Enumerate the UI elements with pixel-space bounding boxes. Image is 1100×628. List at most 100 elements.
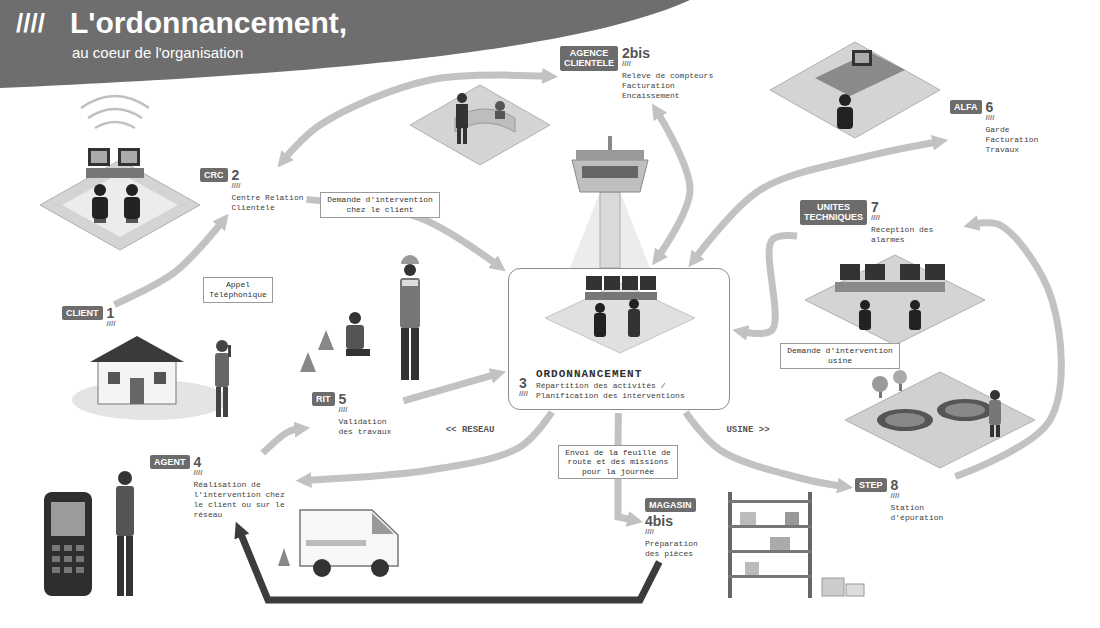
crc-office-part (91, 151, 107, 163)
slash-mark: //// (339, 406, 348, 415)
crc-office-part (92, 197, 108, 219)
text-group: ALFA (950, 100, 982, 114)
client-person-part (228, 345, 231, 357)
hub-heading: ORDONNANCEMENT (536, 368, 642, 381)
field-workers-part (401, 255, 419, 264)
client-person (215, 340, 231, 417)
agency-desk (410, 85, 550, 165)
treatment-plant-part (877, 409, 933, 431)
service-van-part (300, 510, 398, 566)
text-group: 4////Réalisation de l'intervention chez … (194, 455, 294, 520)
field-agent-part (116, 486, 134, 536)
field-workers-part (401, 328, 409, 380)
control-tower-part (570, 192, 650, 268)
flow-arrow (742, 236, 797, 334)
station-number: 2bis (622, 46, 650, 60)
station-description: Préparation des pièces (645, 539, 707, 559)
text-group: 4bis////Préparation des pièces (645, 514, 707, 559)
station-number: 8 (891, 478, 899, 492)
store-shelves-part (785, 512, 799, 525)
agency-desk-part (495, 101, 505, 111)
diagram-title: L'ordonnancement, (70, 6, 347, 39)
title-band (0, 0, 690, 88)
slash-mark: //// (645, 528, 654, 537)
station-description: Réalisation de l'intervention chez le cl… (194, 480, 294, 520)
control-tower-part (572, 160, 648, 192)
flow-arrow (955, 223, 1061, 477)
client-station: CLIENT1//// (62, 306, 115, 331)
control-room-part (586, 276, 602, 290)
flow-arrow (305, 412, 551, 480)
flow-arrow (240, 531, 660, 600)
station-tag: UNITES TECHNIQUES (800, 200, 867, 225)
station-number: 7 (871, 200, 879, 214)
flow-arrow (403, 374, 496, 401)
service-van (278, 510, 398, 577)
agency-desk-part (456, 104, 468, 128)
alfa-office-part (815, 52, 905, 96)
treatment-plant-part (893, 370, 907, 384)
field-agent (116, 471, 134, 596)
slash-mark: //// (232, 182, 241, 191)
text-group: CLIENT (62, 306, 103, 320)
handheld-terminal-part (76, 567, 84, 573)
control-room-part (622, 276, 638, 290)
handheld-terminal (44, 492, 92, 596)
text-group: CRC (200, 168, 228, 182)
station-number: 5 (339, 392, 347, 406)
treatment-plant-part (996, 425, 1000, 437)
control-room-part (545, 283, 695, 353)
text-group: ORDONNANCEMENTRépartition des activités … (536, 368, 686, 401)
control-room-part (595, 303, 605, 313)
text-group: 3//// (519, 376, 528, 401)
station-number: 2 (232, 168, 240, 182)
title-slashes: //// (16, 9, 45, 38)
control-room-part (629, 299, 639, 309)
alfa-office-part (839, 94, 851, 106)
store-shelves-part (808, 492, 812, 598)
treatment-plant-part (872, 376, 888, 392)
edge-label: Envoi de la feuille de route et des miss… (558, 445, 678, 480)
text-group: UNITES TECHNIQUES (800, 200, 867, 225)
technical-units-office-part (805, 255, 985, 345)
crc-office-part (88, 148, 110, 166)
alfa-office-part (852, 50, 872, 66)
crc-office-part (121, 151, 137, 163)
field-workers (300, 255, 420, 380)
field-agent-part (117, 536, 124, 596)
station-number: 3 (519, 376, 527, 390)
crc-office-part (126, 219, 138, 223)
crc-office-part (126, 184, 138, 196)
edge-label: Demande d'intervention usine (780, 343, 900, 368)
edge-label: Appel Téléphonique (203, 277, 273, 302)
field-workers-part (349, 312, 361, 324)
client-house-part (130, 378, 144, 404)
store-shelves-part (740, 512, 756, 525)
text-group: MAGASIN (645, 498, 696, 512)
station-number: 1 (107, 306, 115, 320)
service-van-part (306, 540, 366, 546)
field-workers-part (411, 328, 419, 380)
text-group: 5////Validation des travaux (339, 392, 401, 437)
client-house-part (108, 372, 120, 384)
station-tag: ALFA (950, 100, 982, 114)
crc-office (40, 96, 200, 250)
text-group: 2////Centre Relation Clientèle (232, 168, 304, 213)
slash-mark: //// (194, 469, 203, 478)
slash-mark: //// (519, 390, 528, 399)
service-van-part (278, 548, 290, 566)
alfa-office (770, 42, 940, 138)
slash-mark: //// (622, 60, 631, 69)
technical-units-office-part (925, 264, 945, 280)
technical-units-office-part (835, 282, 945, 292)
slash-mark: //// (986, 114, 995, 123)
control-room-part (628, 309, 640, 337)
field-workers-part (346, 349, 370, 356)
store-station: MAGASIN4bis////Préparation des pièces (645, 498, 707, 559)
handheld-terminal-part (76, 556, 84, 562)
control-room (545, 276, 695, 353)
crc-office-part (81, 96, 149, 128)
alfa-office-part (855, 53, 869, 63)
edge-label: << RESEAU (443, 424, 498, 437)
